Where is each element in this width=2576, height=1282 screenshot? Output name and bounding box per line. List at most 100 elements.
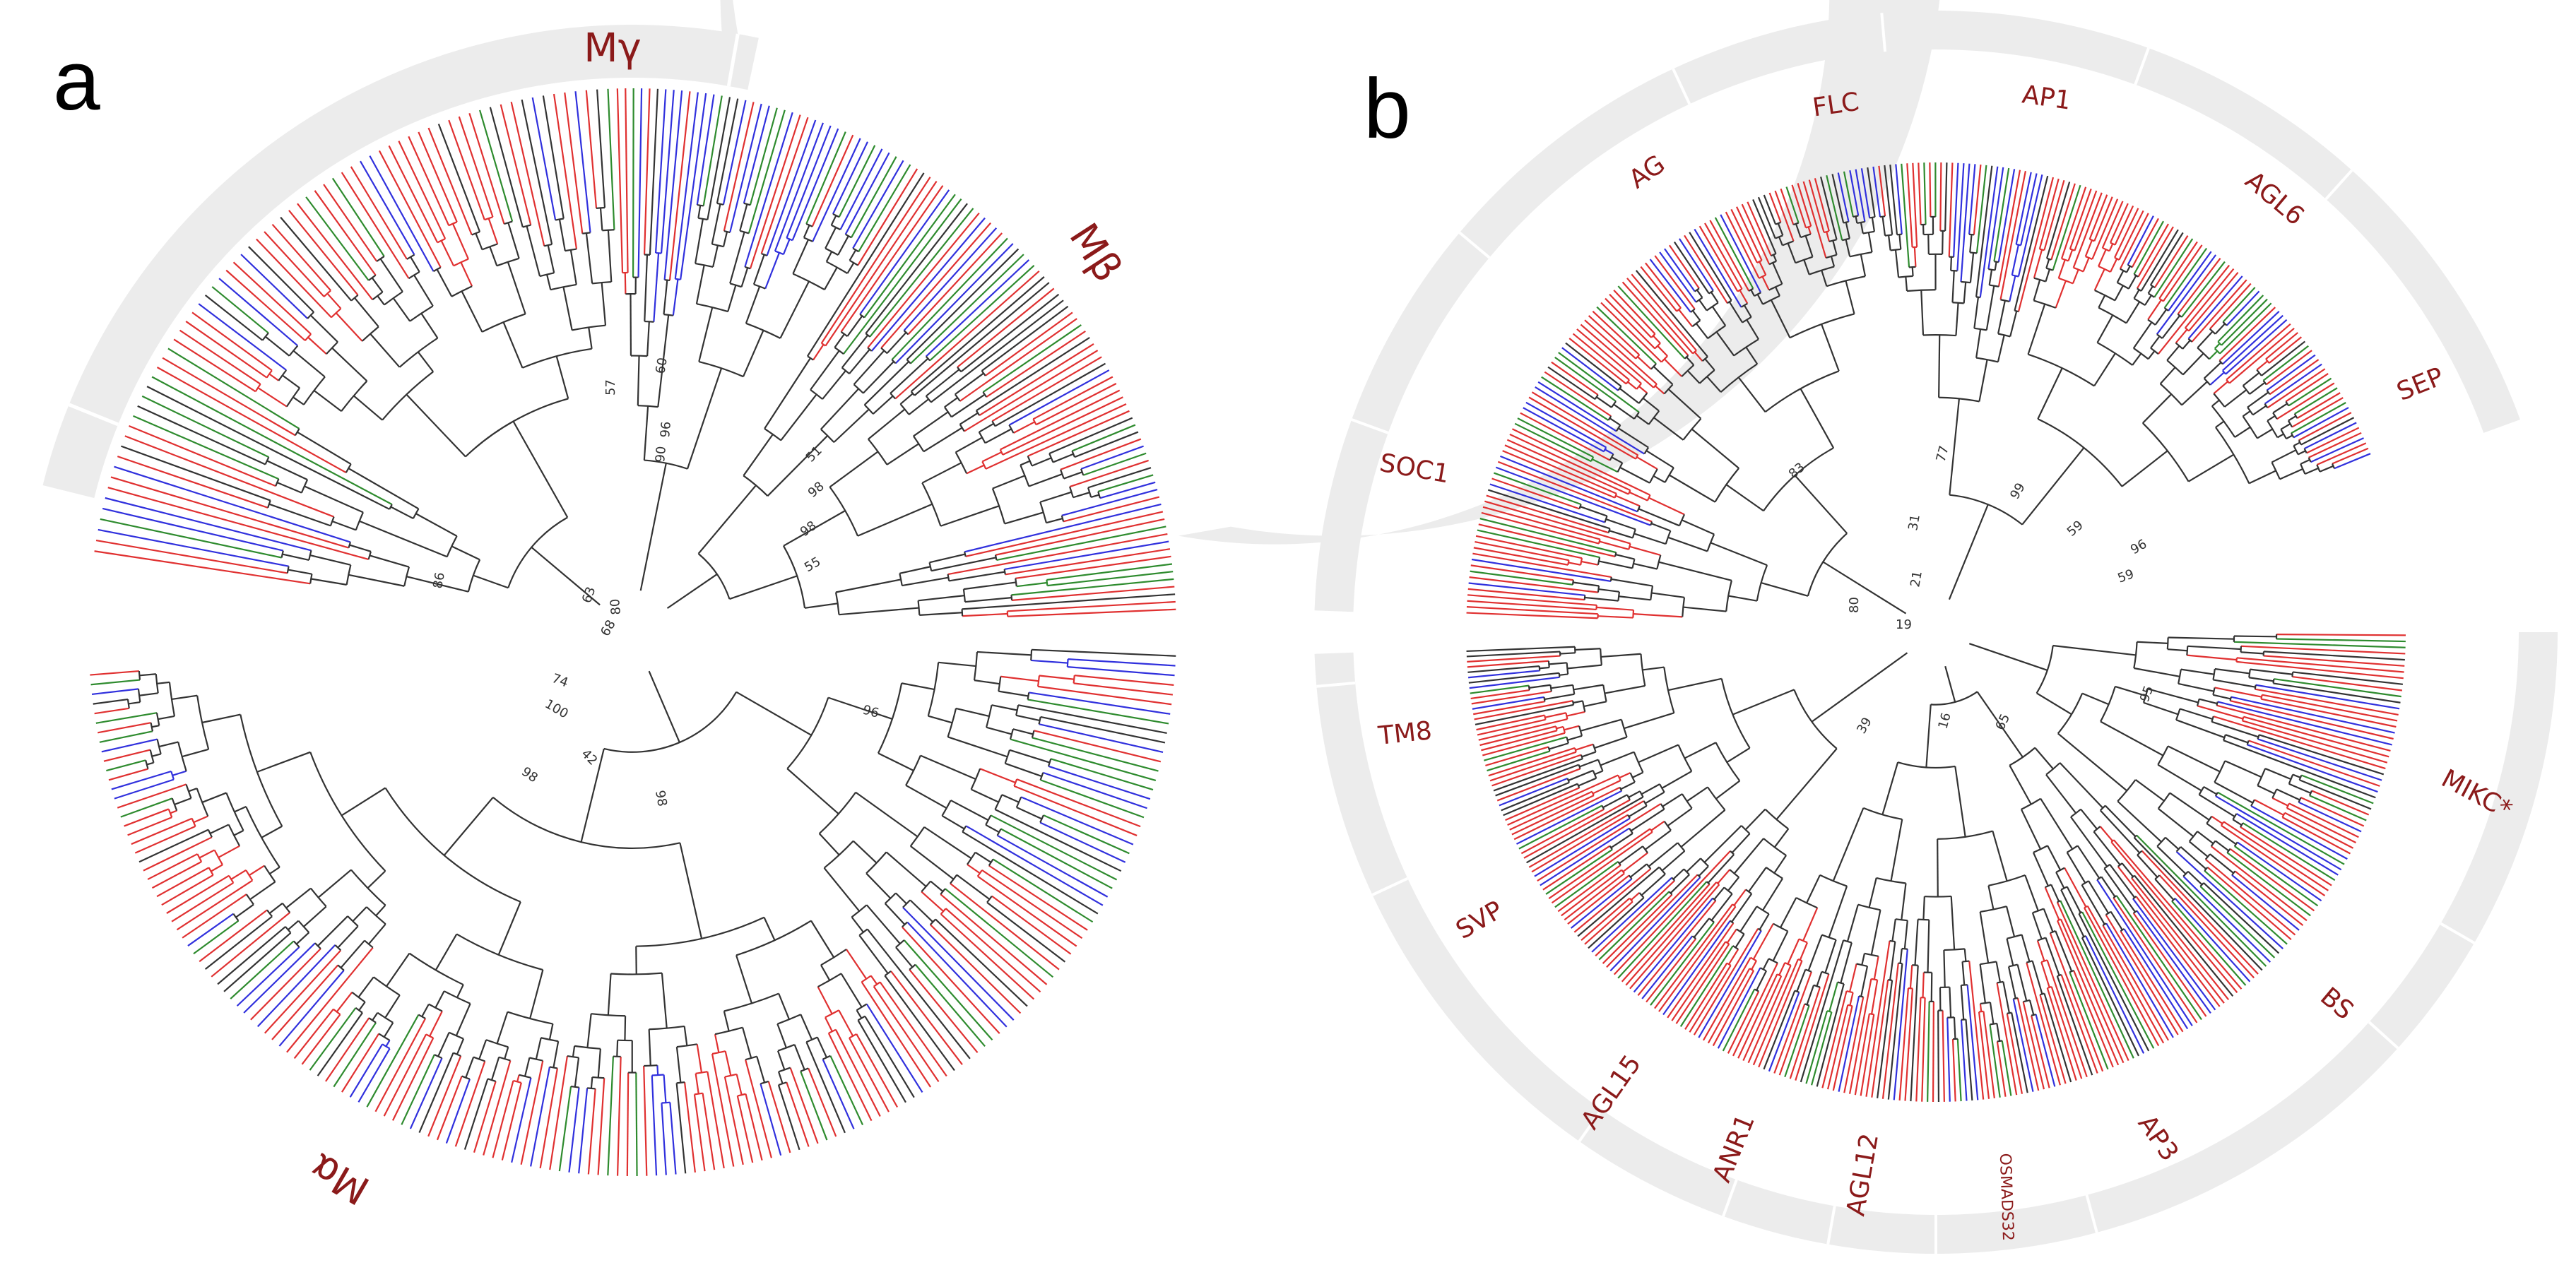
branch-arc <box>1857 220 1865 225</box>
branch <box>108 768 148 781</box>
branch <box>941 814 965 830</box>
branch-arc <box>2265 358 2270 364</box>
branch <box>2191 279 2247 343</box>
branch-arc <box>1607 528 1611 533</box>
branch-arc <box>540 1037 559 1043</box>
branch-arc <box>376 255 385 262</box>
branch <box>2011 244 2020 275</box>
branch <box>2098 249 2107 267</box>
branch-arc <box>373 976 401 996</box>
branch <box>2175 719 2225 739</box>
branch <box>714 1033 720 1053</box>
branch <box>348 468 419 510</box>
branch-arc <box>350 869 386 906</box>
branch <box>1927 234 1930 254</box>
branch <box>697 485 757 554</box>
branch <box>805 131 846 225</box>
branch <box>1733 889 1747 906</box>
branch <box>1005 762 1042 778</box>
branch <box>408 136 450 226</box>
support-value: 55 <box>802 554 823 576</box>
branch <box>580 748 605 843</box>
branch <box>1466 646 1576 653</box>
branch <box>1826 174 1843 241</box>
branch <box>2099 826 2113 842</box>
branch <box>569 249 577 285</box>
branch <box>1669 474 1715 503</box>
branch-arc <box>1762 295 1780 305</box>
branch <box>2021 934 2031 962</box>
branch <box>124 435 335 518</box>
branch <box>2074 190 2098 251</box>
branch-arc <box>1720 363 1758 393</box>
branch <box>1020 796 1134 845</box>
branch <box>420 313 439 339</box>
branch <box>1592 310 1640 356</box>
branch-arc <box>1795 896 1818 909</box>
branch <box>94 707 129 715</box>
branch-arc <box>1848 1004 1853 1007</box>
branch-arc <box>906 359 911 364</box>
branch <box>1042 771 1147 809</box>
branch <box>307 336 327 355</box>
branch <box>723 102 755 232</box>
branch <box>288 210 359 296</box>
branch <box>792 239 810 275</box>
branch <box>990 814 1118 881</box>
branch <box>1715 780 1740 800</box>
branch <box>2298 801 2362 833</box>
branch <box>2137 641 2168 644</box>
branch <box>1745 346 1759 364</box>
branch <box>250 948 321 1021</box>
branch <box>696 94 715 206</box>
branch-arc <box>940 888 946 895</box>
branch <box>1549 742 1569 750</box>
branch <box>1067 666 1175 677</box>
branch-arc <box>1611 400 1617 408</box>
branch <box>1481 511 1600 545</box>
branch <box>1950 896 1956 950</box>
branch <box>707 1072 725 1169</box>
branch-arc <box>884 892 897 904</box>
branch <box>1714 217 1754 290</box>
branch <box>1915 997 1922 1102</box>
branch <box>1494 472 1582 506</box>
branch <box>825 181 938 347</box>
branch <box>1591 877 1673 953</box>
branch <box>2232 819 2243 826</box>
branch <box>1704 358 1715 371</box>
branch <box>110 476 349 549</box>
branch <box>2284 812 2354 849</box>
branch <box>2281 817 2351 855</box>
branch <box>574 1057 580 1087</box>
branch <box>597 1078 605 1175</box>
branch <box>766 119 817 256</box>
support-value: 96 <box>2128 537 2149 558</box>
branch <box>388 145 439 243</box>
branch <box>2257 738 2382 781</box>
branch <box>1528 800 1645 868</box>
branch <box>925 259 1030 357</box>
branch <box>1658 906 1737 1012</box>
branch <box>350 166 408 260</box>
clade-ring-divider <box>1722 1179 1738 1217</box>
branch <box>358 1001 366 1011</box>
support-value: 21 <box>1908 570 1925 588</box>
branch <box>1628 790 1641 798</box>
branch <box>131 817 193 845</box>
branch-arc <box>1047 758 1052 767</box>
branch-arc <box>1544 715 1547 720</box>
branch-arc <box>978 432 986 444</box>
branch <box>870 217 986 352</box>
branch-arc <box>2175 708 2181 720</box>
branch <box>1949 398 1961 495</box>
branch <box>1641 873 1666 896</box>
branch <box>707 97 731 220</box>
branch <box>2046 959 2088 1078</box>
branch <box>2009 275 2016 302</box>
branch <box>2153 235 2189 288</box>
branch <box>1568 338 1627 385</box>
branch <box>1975 165 1993 297</box>
branch <box>1004 540 1169 571</box>
branch-arc <box>2206 816 2213 824</box>
